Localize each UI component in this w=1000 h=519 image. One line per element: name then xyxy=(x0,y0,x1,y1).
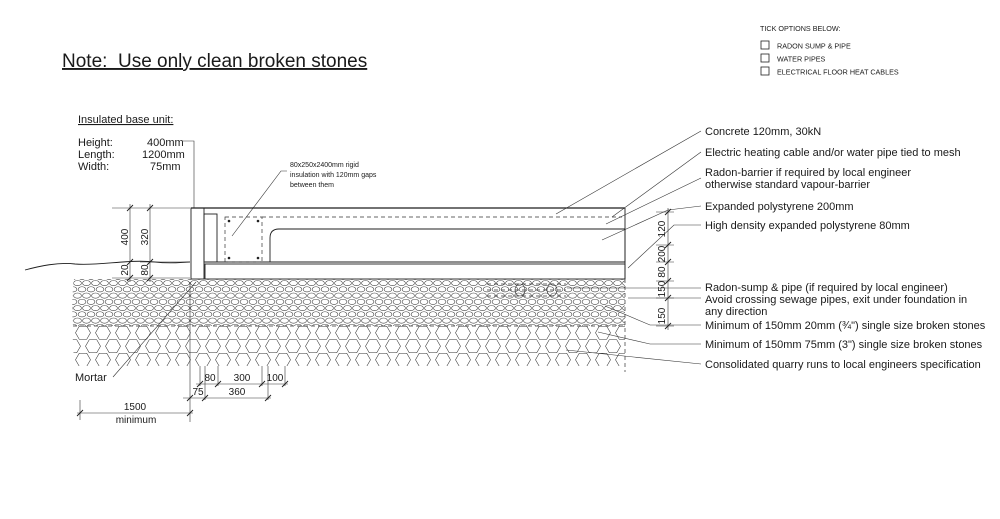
dimension-ticks xyxy=(126,204,154,282)
checkbox-water-pipes xyxy=(760,53,770,63)
dim-300: 300 xyxy=(234,373,251,384)
right-dimensions: 120 200 80 150 150 xyxy=(656,208,674,330)
dim-200: 200 xyxy=(657,245,668,262)
dim-80: 80 xyxy=(204,373,216,384)
insulation-note-leader xyxy=(231,170,287,237)
callout-heating-cable: Electric heating cable and/or water pipe… xyxy=(705,147,961,159)
spec-value: 400mm xyxy=(147,137,184,149)
base-unit-heading: Insulated base unit: xyxy=(78,114,173,126)
callout-20mm-stones: Minimum of 150mm 20mm (¾") single size b… xyxy=(705,320,986,332)
base-unit-mortar xyxy=(190,207,205,280)
pipe-joint xyxy=(546,283,558,297)
tick-options-heading: TICK OPTIONS BELOW: xyxy=(760,24,841,33)
callout-radon-barrier-line2: otherwise standard vapour-barrier xyxy=(705,179,870,191)
dim-75: 75 xyxy=(192,387,204,398)
dim-minimum-note: minimum xyxy=(116,415,157,426)
tick-option-label: WATER PIPES xyxy=(777,55,826,64)
mortar-label: Mortar xyxy=(75,372,107,384)
callout-eps-200: Expanded polystyrene 200mm xyxy=(705,201,854,213)
tick-options: TICK OPTIONS BELOW: RADON SUMP & PIPE WA… xyxy=(760,24,899,77)
leader-heating-cable xyxy=(611,151,702,218)
corner-mark xyxy=(256,256,260,260)
insulation-note-line: insulation with 120mm gaps xyxy=(290,172,377,179)
hd-eps-80-layer xyxy=(204,263,626,280)
callout-75mm-stones: Minimum of 150mm 75mm (3") single size b… xyxy=(705,339,983,351)
spec-label: Width: xyxy=(78,161,109,173)
dim-150: 150 xyxy=(657,307,668,324)
dim-120: 120 xyxy=(657,220,668,237)
bottom-dimensions: 80 300 100 75 360 1500 minimum xyxy=(76,282,289,426)
stone-layer-75mm xyxy=(72,326,625,366)
extension-lines xyxy=(656,211,674,327)
callout-hd-eps: High density expanded polystyrene 80mm xyxy=(705,220,910,232)
leader-75mm-stones xyxy=(597,331,701,345)
dim-1500: 1500 xyxy=(124,402,147,413)
insulation-note: 80x250x2400mm rigid insulation with 120m… xyxy=(231,162,377,237)
insulated-base-unit xyxy=(190,207,218,280)
base-unit-leader xyxy=(183,140,195,208)
rigid-insulation-section xyxy=(224,216,263,263)
dim-400: 400 xyxy=(120,228,131,245)
tick-option-label: RADON SUMP & PIPE xyxy=(777,42,851,51)
base-unit-spec: Insulated base unit: Height: 400mm Lengt… xyxy=(78,114,195,208)
dim-20: 20 xyxy=(120,264,131,276)
dim-100: 100 xyxy=(267,373,284,384)
corner-mark xyxy=(227,219,231,223)
insulation-note-line: between them xyxy=(290,182,334,189)
leader-eps-200 xyxy=(601,205,702,241)
spec-label: Length: xyxy=(78,149,115,161)
floor-slab xyxy=(191,207,626,372)
leader-20mm-stones xyxy=(604,305,701,326)
callout-concrete: Concrete 120mm, 30kN xyxy=(705,126,821,138)
dim-80: 80 xyxy=(657,266,668,278)
checkbox-radon-sump xyxy=(760,40,770,50)
radon-sump-pipe xyxy=(487,283,566,297)
callout-radon-sump: Radon-sump & pipe (if required by local … xyxy=(705,282,948,294)
note-title: Note: Use only clean broken stones xyxy=(62,51,367,72)
callout-radon-sump-line2: Avoid crossing sewage pipes, exit under … xyxy=(705,294,967,306)
dim-320: 320 xyxy=(140,228,151,245)
leader-hd-eps xyxy=(627,224,701,269)
corner-mark xyxy=(227,256,231,260)
spec-label: Height: xyxy=(78,137,113,149)
leader-quarry-runs xyxy=(565,349,702,365)
dim-80: 80 xyxy=(140,264,151,276)
spec-value: 1200mm xyxy=(142,149,185,161)
base-unit-insulation xyxy=(203,213,218,263)
tick-option-label: ELECTRICAL FLOOR HEAT CABLES xyxy=(777,68,899,77)
spec-value: 75mm xyxy=(150,161,181,173)
dim-360: 360 xyxy=(229,387,246,398)
insulation-note-line: 80x250x2400mm rigid xyxy=(290,162,359,169)
callout-radon-sump-line3: any direction xyxy=(705,306,767,318)
left-dimensions: 400 20 320 80 xyxy=(112,204,190,282)
stone-layer-20mm xyxy=(72,279,625,326)
checkbox-heat-cables xyxy=(760,66,770,76)
leader-concrete xyxy=(555,130,702,215)
dimension-ticks xyxy=(664,208,672,330)
callouts: Concrete 120mm, 30kN Electric heating ca… xyxy=(555,126,986,371)
callout-quarry-runs: Consolidated quarry runs to local engine… xyxy=(705,359,981,371)
dimension-ticks xyxy=(76,380,289,417)
callout-radon-barrier: Radon-barrier if required by local engin… xyxy=(705,167,911,179)
ground-line xyxy=(24,260,191,271)
mortar-leader xyxy=(112,281,197,378)
dim-150: 150 xyxy=(657,280,668,297)
corner-mark xyxy=(256,219,260,223)
eps-200-layer xyxy=(269,228,626,263)
leader-radon-barrier xyxy=(605,177,702,225)
pipe-joint xyxy=(514,283,526,297)
